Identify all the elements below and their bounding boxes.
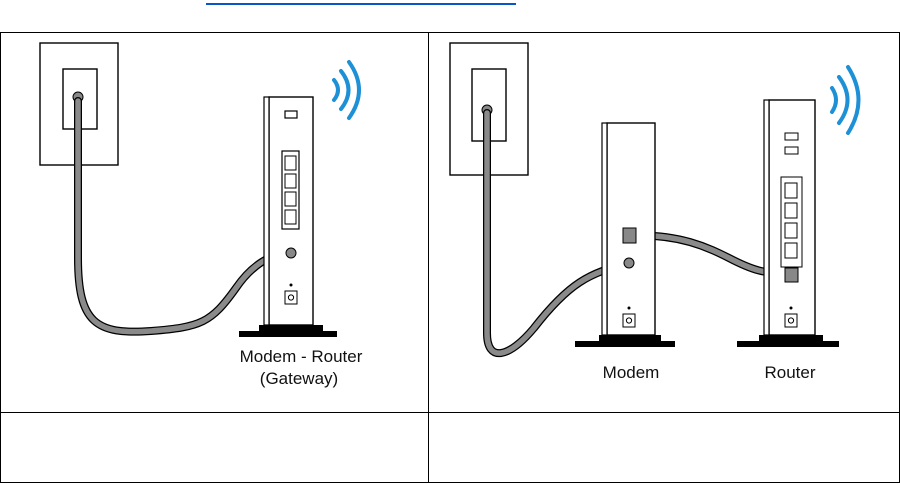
router-label: Router [764,363,815,382]
gateway-device-icon [239,97,337,337]
diagram-cell-gateway: Modem - Router (Gateway) [1,33,429,413]
wifi-signal-icon [832,67,859,133]
empty-cell-left [1,413,429,483]
diagram-cell-modem-router: Modem Router [429,33,900,413]
gateway-diagram: Modem - Router (Gateway) [1,33,428,412]
setup-diagram-table: Modem - Router (Gateway) [0,32,900,483]
router-device-icon [737,100,839,347]
hyperlink-underline[interactable] [206,0,516,5]
wifi-signal-icon [334,62,359,118]
modem-router-diagram: Modem Router [429,33,899,412]
empty-cell-right [429,413,900,483]
gateway-label-line1: Modem - Router [240,347,363,366]
gateway-label-line2: (Gateway) [260,369,338,388]
modem-label: Modem [603,363,660,382]
